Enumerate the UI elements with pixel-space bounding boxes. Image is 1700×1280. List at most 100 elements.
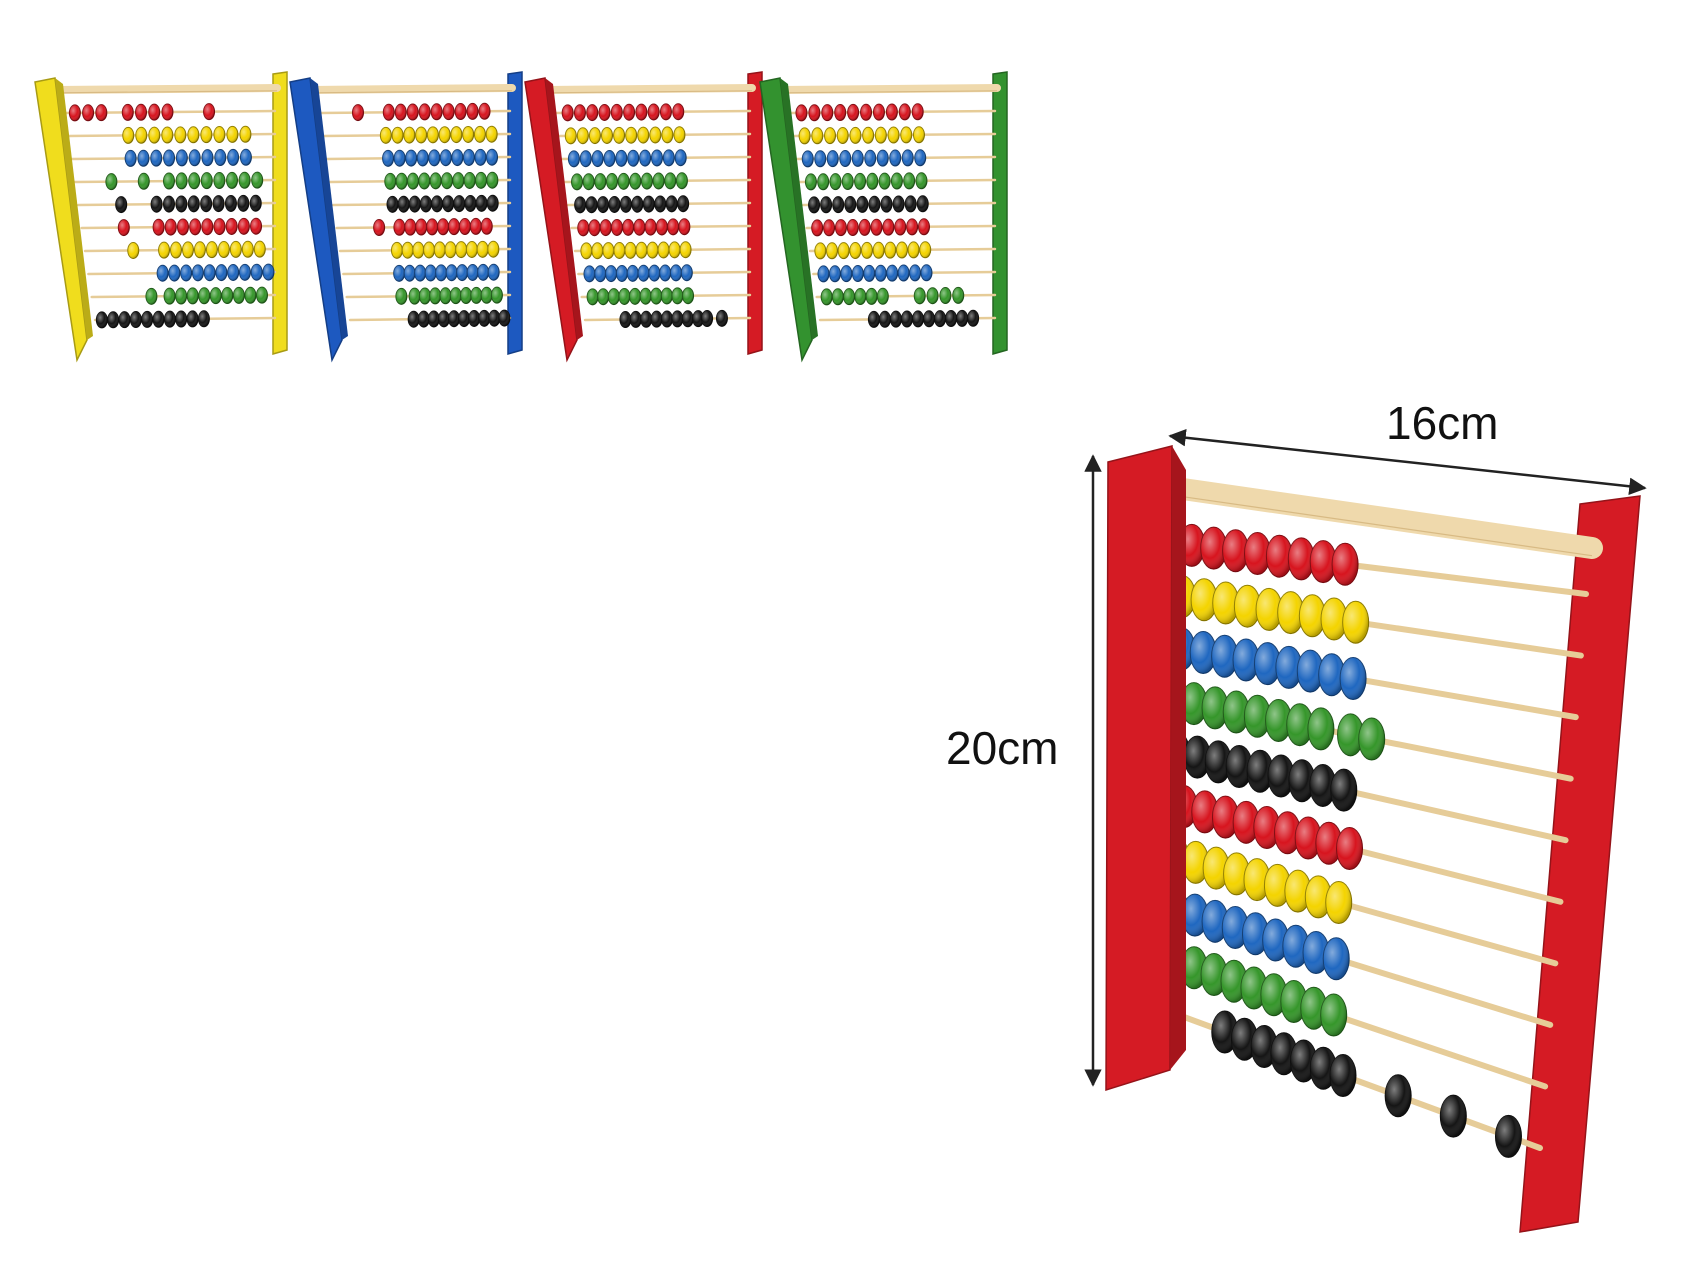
bead-highlight: [826, 242, 838, 259]
bead-highlight: [597, 288, 609, 305]
abacus-top-bar: [53, 84, 281, 94]
bead-highlight: [387, 196, 399, 213]
group-abacus-2: [289, 71, 523, 363]
bead-highlight: [919, 241, 931, 258]
bead-highlight: [886, 104, 898, 121]
bead-highlight: [1223, 691, 1250, 734]
abacus-right-post: [747, 71, 763, 355]
bead-highlight: [141, 311, 153, 328]
bead-highlight: [242, 241, 254, 258]
bead-highlight: [871, 219, 883, 236]
bead-highlight: [1182, 841, 1209, 884]
bead-highlight: [407, 173, 419, 190]
bead-highlight: [1247, 750, 1274, 793]
bead-highlight: [1288, 537, 1315, 580]
bead-highlight: [446, 264, 458, 281]
bead-highlight: [902, 149, 914, 166]
bead-highlight: [568, 150, 580, 167]
bead-highlight: [487, 195, 499, 212]
bead-highlight: [1282, 925, 1309, 968]
bead-highlight: [1222, 906, 1249, 949]
bead-highlight: [96, 311, 108, 328]
bead-highlight: [1325, 881, 1352, 924]
bead-highlight: [148, 104, 160, 121]
bead-highlight: [808, 196, 820, 213]
bead-highlight: [431, 103, 443, 120]
bead-highlight: [1300, 987, 1327, 1030]
bead-highlight: [239, 264, 251, 281]
bead-highlight: [161, 127, 173, 144]
bead-highlight: [589, 127, 601, 144]
abacus-top-bar: [308, 84, 516, 94]
featured-abacus-image: [1105, 445, 1641, 1233]
bead-highlight: [1288, 759, 1315, 802]
bead-highlight: [438, 310, 450, 327]
bead-highlight: [405, 150, 417, 167]
bead-highlight: [814, 150, 826, 167]
bead-highlight: [174, 126, 186, 143]
bead-highlight: [1244, 695, 1271, 738]
bead-highlight: [934, 310, 946, 327]
bead-highlight: [817, 173, 829, 190]
bead-highlight: [829, 265, 841, 282]
bead-highlight: [647, 242, 659, 259]
bead-highlight: [844, 196, 856, 213]
bead-highlight: [894, 219, 906, 236]
bead-highlight: [599, 104, 611, 121]
bead-highlight: [1318, 653, 1345, 696]
bead-highlight: [158, 242, 170, 259]
bead-highlight: [481, 287, 493, 304]
bead-highlight: [122, 127, 134, 144]
bead-highlight: [824, 127, 836, 144]
bead-highlight: [640, 288, 652, 305]
bead-highlight: [477, 241, 489, 258]
bead-highlight: [475, 172, 487, 189]
bead-highlight: [188, 195, 200, 212]
bead-highlight: [82, 104, 94, 121]
abacus-right-post: [1519, 495, 1641, 1233]
bead-highlight: [1303, 931, 1330, 974]
bead-highlight: [884, 242, 896, 259]
bead-highlight: [682, 310, 694, 327]
bead-highlight: [834, 104, 846, 121]
bead-highlight: [164, 311, 176, 328]
bead-highlight: [1220, 960, 1247, 1003]
bead-highlight: [466, 241, 478, 258]
bead-highlight: [445, 241, 456, 258]
bead-highlight: [912, 310, 924, 327]
bead-highlight: [1309, 764, 1336, 807]
bead-highlight: [648, 265, 660, 282]
bead-highlight: [854, 173, 866, 190]
abacus-top-bar-edge: [311, 90, 513, 94]
bead-highlight: [188, 172, 200, 189]
bead-highlight: [622, 219, 634, 236]
bead-highlight: [868, 196, 880, 213]
bead-highlight: [852, 265, 864, 282]
bead-highlight: [419, 288, 431, 305]
bead-highlight: [135, 104, 147, 121]
bead-highlight: [455, 103, 467, 120]
bead-highlight: [641, 173, 653, 190]
abacus-group-image: [34, 71, 1008, 363]
bead-highlight: [165, 219, 177, 236]
width-dimension-label: 16cm: [1386, 397, 1499, 449]
bead-highlight: [923, 310, 935, 327]
bead-highlight: [873, 242, 885, 259]
bead-highlight: [1205, 740, 1232, 783]
bead-highlight: [1211, 635, 1238, 678]
bead-highlight: [137, 150, 149, 167]
bead-highlight: [170, 242, 182, 259]
bead-highlight: [808, 104, 820, 121]
abacus-left-post-side: [545, 78, 583, 340]
bead-highlight: [415, 126, 427, 143]
bead-highlight: [451, 149, 463, 166]
bead-highlight: [613, 127, 625, 144]
abacus-top-bar: [778, 84, 1001, 94]
abacus-left-post-side: [55, 78, 93, 340]
bead-highlight: [648, 103, 660, 120]
bead-highlight: [1307, 707, 1334, 750]
bead-highlight: [151, 196, 163, 213]
bead-highlight: [814, 242, 826, 259]
bead-highlight: [1295, 816, 1322, 859]
bead-highlight: [412, 242, 424, 259]
